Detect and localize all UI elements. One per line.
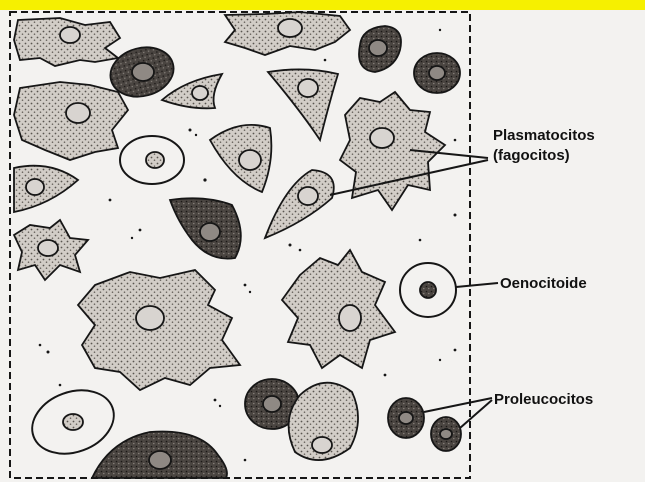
cell-nucleus xyxy=(440,429,452,439)
cell-nucleus xyxy=(298,79,318,97)
cell-nucleus xyxy=(263,396,281,412)
cell-nucleus xyxy=(66,103,90,123)
cell-nucleus xyxy=(132,63,154,81)
cell-nucleus xyxy=(200,223,220,241)
cell-nucleus xyxy=(278,19,302,37)
label-plasmatocitos: Plasmatocitos xyxy=(493,127,595,144)
cell-nucleus xyxy=(399,412,413,424)
top-yellow-band xyxy=(0,0,645,10)
cell-nucleus xyxy=(136,306,164,330)
cell-nucleus xyxy=(149,451,171,469)
cell-nucleus xyxy=(420,282,436,298)
cell-nucleus xyxy=(239,150,261,170)
cell-nucleus xyxy=(63,414,83,430)
cell-nucleus xyxy=(146,152,164,168)
label-proleucocitos: Proleucocitos xyxy=(494,391,593,408)
cell-nucleus xyxy=(369,40,387,56)
label-oenocitoide: Oenocitoide xyxy=(500,275,587,292)
cell-nucleus xyxy=(312,437,332,453)
label-fagocitos: (fagocitos) xyxy=(493,147,570,164)
cell-nucleus xyxy=(298,187,318,205)
cell-nucleus xyxy=(429,66,445,80)
cell-nucleus xyxy=(38,240,58,256)
cell-nucleus xyxy=(192,86,208,100)
cell-nucleus xyxy=(26,179,44,195)
cell-nucleus xyxy=(60,27,80,43)
cell-nucleus xyxy=(370,128,394,148)
cell-nucleus xyxy=(339,305,361,331)
